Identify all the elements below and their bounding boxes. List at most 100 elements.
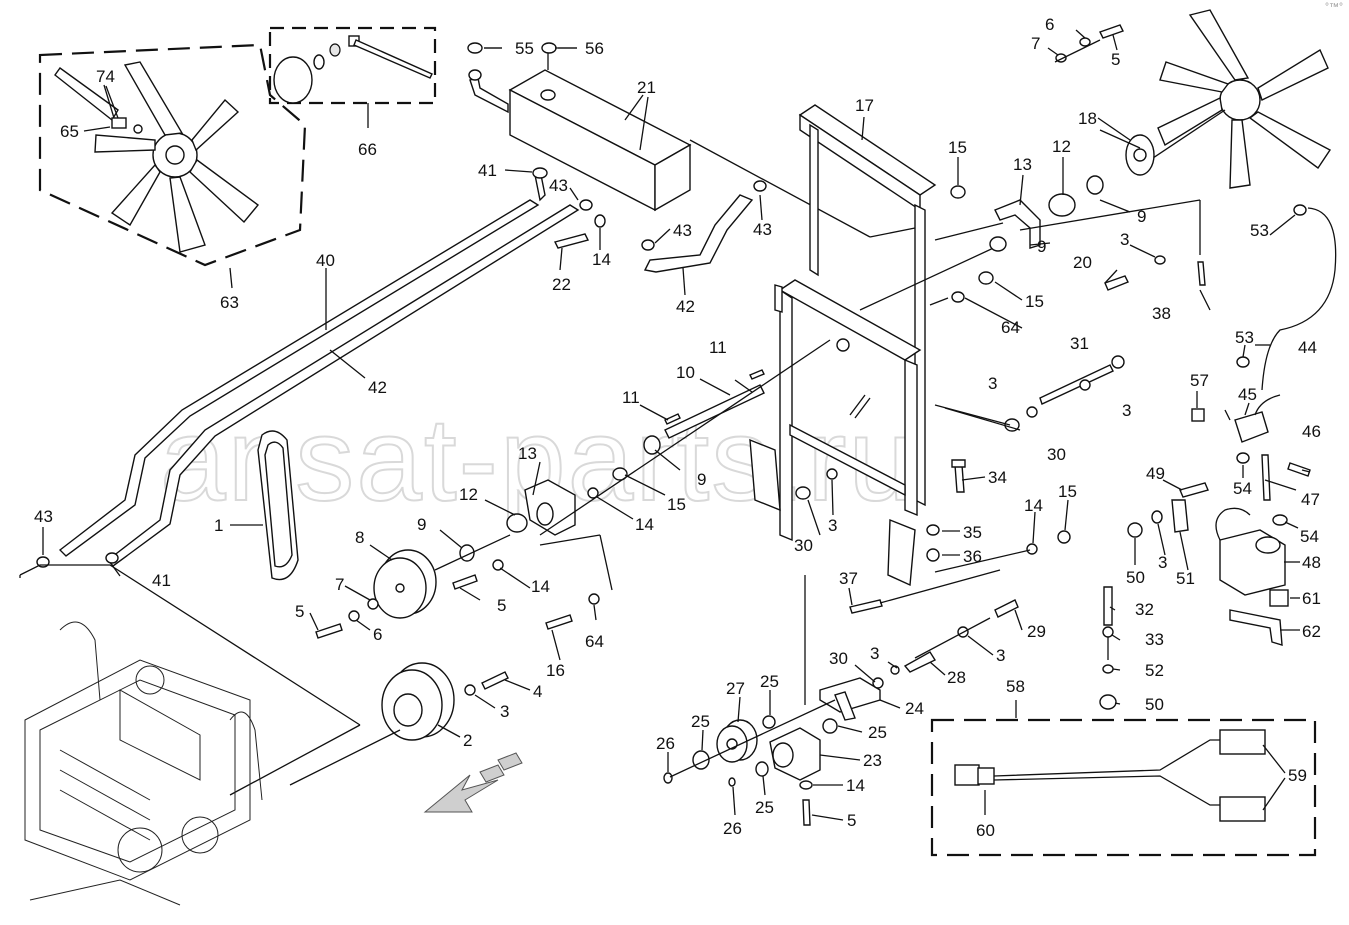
spring-icon xyxy=(1103,586,1113,626)
bolt-icon xyxy=(481,671,509,690)
callout-3: 3 xyxy=(988,374,997,393)
callout-3: 3 xyxy=(828,516,837,535)
callout-59: 59 xyxy=(1288,766,1307,785)
callout-11: 11 xyxy=(622,388,640,407)
washer-icon xyxy=(1026,543,1038,555)
callout-3: 3 xyxy=(996,646,1005,665)
callout-36: 36 xyxy=(963,547,982,566)
callout-16: 16 xyxy=(546,661,565,680)
callout-7: 7 xyxy=(1031,34,1040,53)
stud-icon xyxy=(903,651,937,673)
callout-40: 40 xyxy=(316,251,335,270)
nut-icon xyxy=(1099,694,1117,710)
callout-62: 62 xyxy=(1302,622,1321,641)
callout-64: 64 xyxy=(585,632,604,651)
callout-28: 28 xyxy=(947,668,966,687)
cable-icon xyxy=(1261,454,1271,501)
callout-13: 13 xyxy=(1013,155,1032,174)
callout-44: 44 xyxy=(1298,338,1317,357)
callout-15: 15 xyxy=(948,138,967,157)
washer-icon xyxy=(951,291,965,303)
callout-25: 25 xyxy=(755,798,774,817)
callout-24: 24 xyxy=(905,699,924,718)
washer-icon xyxy=(464,684,476,696)
callout-25: 25 xyxy=(868,723,887,742)
key-icon xyxy=(749,369,765,380)
callout-29: 29 xyxy=(1027,622,1046,641)
bracket-icon xyxy=(994,199,1041,249)
bolt-icon xyxy=(111,117,127,129)
connector-icon xyxy=(1219,796,1266,822)
callout-22: 22 xyxy=(552,275,571,294)
expansion-tank-icon xyxy=(469,50,692,212)
seal-ring-icon xyxy=(1086,175,1104,195)
washer-icon xyxy=(926,524,940,536)
callout-52: 52 xyxy=(1145,661,1164,680)
clamp-icon xyxy=(753,180,767,192)
sensor-icon xyxy=(1234,411,1269,443)
bolt-icon xyxy=(315,623,343,639)
callout-43: 43 xyxy=(549,176,568,195)
callout-23: 23 xyxy=(863,751,882,770)
nut-icon xyxy=(978,271,994,285)
callout-15: 15 xyxy=(1025,292,1044,311)
callout-labels: 55 56 21 74 65 63 66 41 43 43 43 22 14 4… xyxy=(34,15,1321,840)
connector-icon xyxy=(1269,589,1289,607)
callout-65: 65 xyxy=(60,122,79,141)
callout-58: 58 xyxy=(1006,677,1025,696)
callout-46: 46 xyxy=(1302,422,1321,441)
direction-arrow-icon xyxy=(423,752,523,813)
callout-6: 6 xyxy=(373,625,382,644)
washer-icon xyxy=(492,559,504,571)
callout-35: 35 xyxy=(963,523,982,542)
bearing-icon xyxy=(506,513,528,533)
callout-61: 61 xyxy=(1302,589,1321,608)
callout-25: 25 xyxy=(691,712,710,731)
callout-45: 45 xyxy=(1238,385,1257,404)
fan-icon xyxy=(94,61,260,253)
callout-41: 41 xyxy=(152,571,171,590)
washer-icon xyxy=(1102,664,1114,674)
sensor-cable-icon xyxy=(1261,207,1337,391)
callout-56: 56 xyxy=(585,39,604,58)
cable-tie-icon xyxy=(1197,261,1206,286)
bracket-icon xyxy=(1229,609,1283,646)
callout-3: 3 xyxy=(500,702,509,721)
bearing-icon xyxy=(1048,193,1076,217)
leader-lines xyxy=(42,29,1311,821)
bearing-icon xyxy=(762,715,776,729)
callout-54: 54 xyxy=(1300,527,1319,546)
callout-9: 9 xyxy=(1037,237,1046,256)
clamp-icon xyxy=(579,199,593,211)
bolt-icon xyxy=(553,233,590,249)
callout-30: 30 xyxy=(829,649,848,668)
callout-9: 9 xyxy=(417,515,426,534)
connector-icon xyxy=(954,764,980,786)
callout-33: 33 xyxy=(1145,630,1164,649)
callout-13: 13 xyxy=(518,444,537,463)
callout-15: 15 xyxy=(667,495,686,514)
fan-kit-group xyxy=(38,43,307,289)
washer-icon xyxy=(1026,406,1038,418)
callout-43: 43 xyxy=(34,507,53,526)
callout-12: 12 xyxy=(1052,137,1071,156)
clamp-icon xyxy=(641,239,655,251)
bolt-icon xyxy=(1104,275,1129,291)
callout-25: 25 xyxy=(760,672,779,691)
seal-ring-icon xyxy=(643,435,661,455)
callout-5: 5 xyxy=(295,602,304,621)
callout-37: 37 xyxy=(839,569,858,588)
callout-14: 14 xyxy=(846,776,865,795)
callout-50: 50 xyxy=(1126,568,1145,587)
callout-14: 14 xyxy=(592,250,611,269)
callout-10: 10 xyxy=(676,363,695,382)
belt-icon xyxy=(257,430,299,581)
washer-icon xyxy=(1154,255,1166,265)
callout-4: 4 xyxy=(533,682,542,701)
callout-5: 5 xyxy=(497,596,506,615)
bolt-icon xyxy=(452,574,478,590)
nut-icon xyxy=(1111,355,1125,369)
callout-1: 1 xyxy=(214,516,223,535)
callout-14: 14 xyxy=(635,515,654,534)
cable-kit-group xyxy=(930,700,1317,857)
